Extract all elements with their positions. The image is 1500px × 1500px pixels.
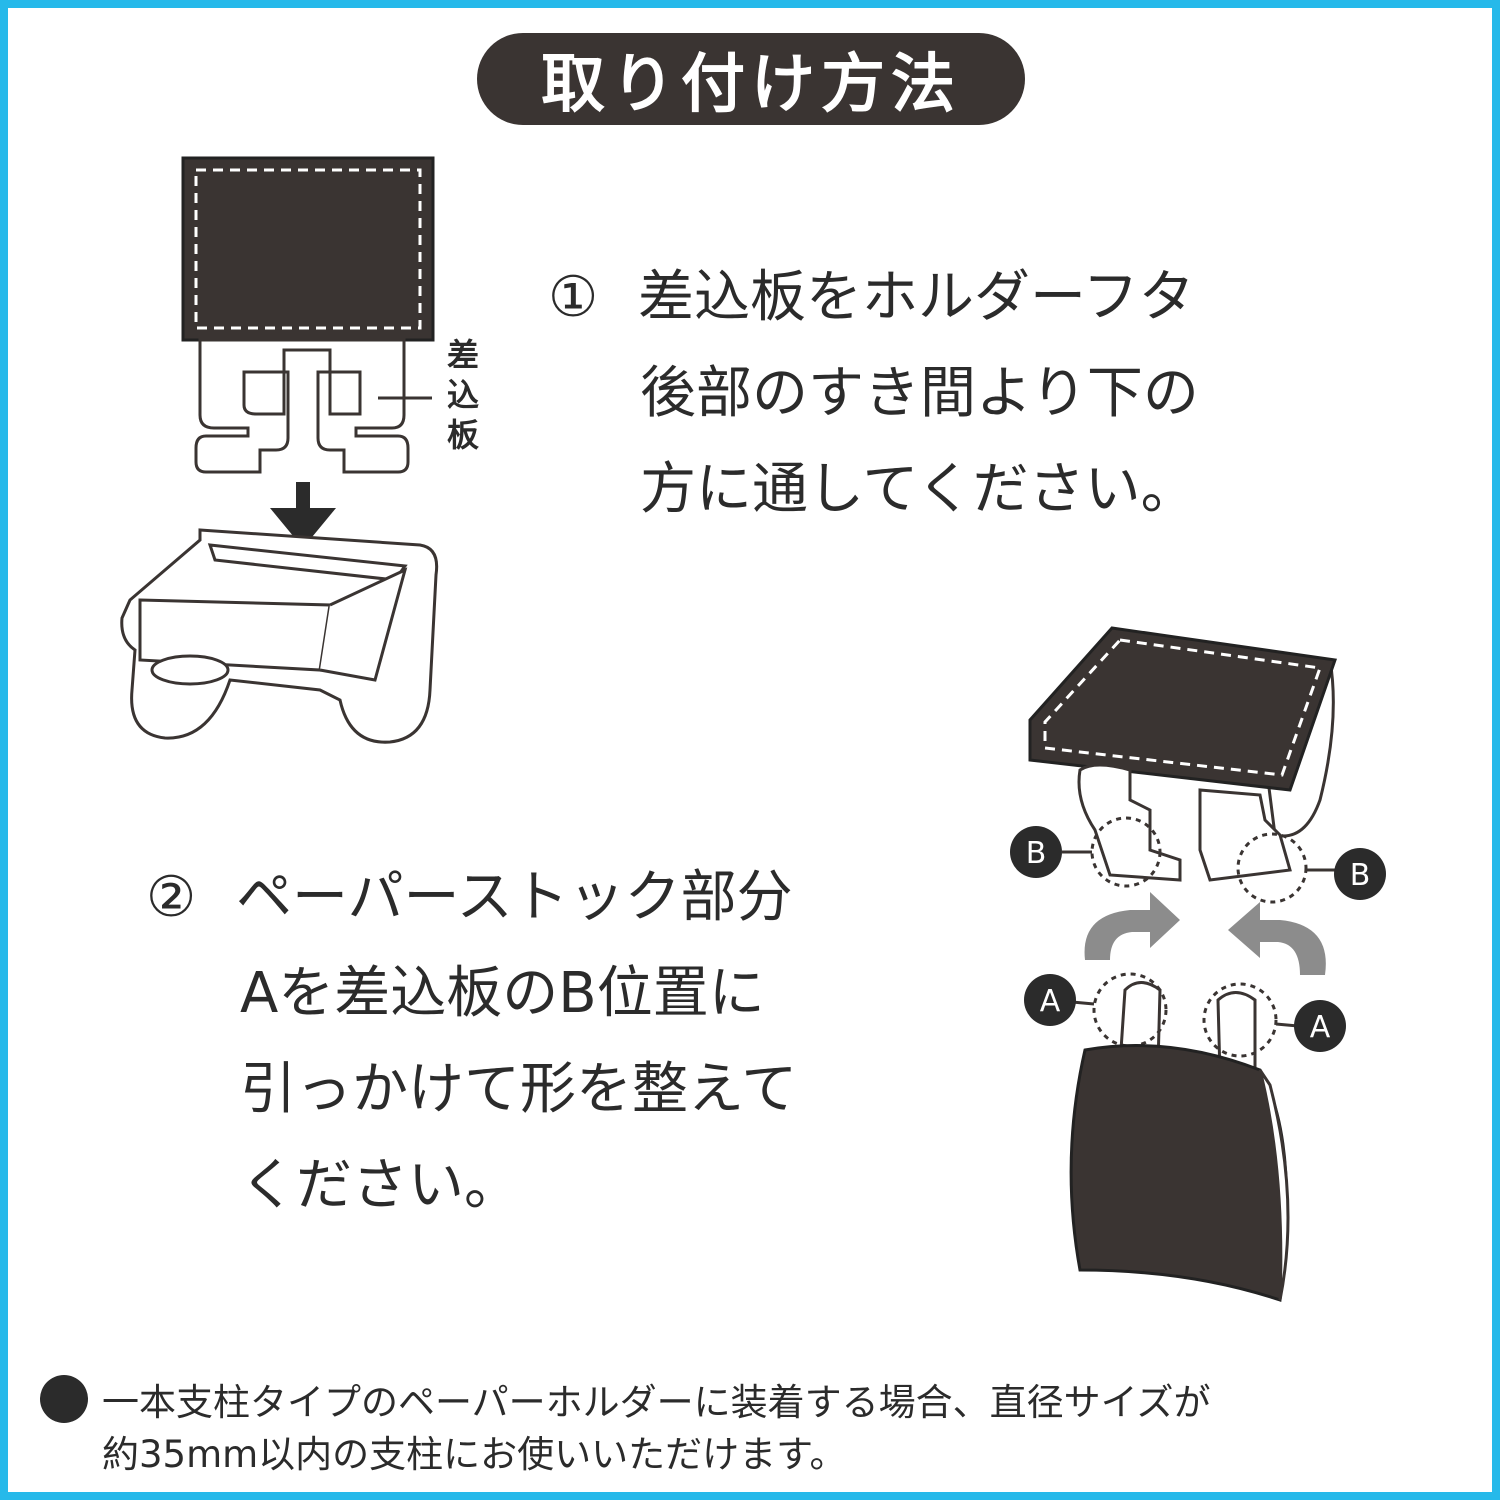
marker-b-right-circle <box>1236 832 1308 904</box>
curved-arrow-left-icon <box>1084 892 1180 960</box>
step-2-line: ② ペーパーストック部分 <box>146 850 946 946</box>
step-2-line: 引っかけて形を整えて <box>240 1057 798 1122</box>
holder-side <box>319 567 408 682</box>
marker-b-right-badge <box>1334 848 1386 900</box>
assembled-cover-illustration: B B <box>1010 626 1386 904</box>
bullet-icon <box>40 1375 88 1423</box>
insert-board-label-char: 込 <box>446 376 479 414</box>
paper-stock-illustration: A A <box>1024 972 1346 1303</box>
usage-note: 一本支柱タイプのペーパーホルダーに装着する場合、直径サイズが 約35mm以内の支… <box>40 1375 1470 1481</box>
board-left-hook <box>1077 763 1182 882</box>
insert-panel-illustration <box>181 156 435 548</box>
curved-arrow-right-icon <box>1228 902 1326 975</box>
paper-stock-pouch <box>1069 1044 1289 1303</box>
step-2-line: ください。 <box>240 1153 520 1218</box>
step-2-line: Aを差込板のB位置に <box>240 961 765 1026</box>
marker-b-left-circle <box>1090 816 1162 888</box>
marker-a-left-badge <box>1024 974 1076 1026</box>
hook-arrows <box>1084 892 1326 975</box>
step-1-number: ① <box>548 265 599 330</box>
step-2-number: ② <box>146 865 197 930</box>
step-1-line: 後部のすき間より下の <box>640 361 1199 426</box>
marker-a-right-text: A <box>1310 1010 1331 1045</box>
holder-illustration <box>120 528 439 744</box>
marker-a-left-circle <box>1092 972 1168 1048</box>
step-2-text: ペーパーストック部分 <box>236 865 793 930</box>
cover-panel-top <box>1028 626 1338 792</box>
pouch-edge <box>1258 1069 1290 1301</box>
down-arrow-icon <box>270 508 336 548</box>
step-2-instructions: ② ペーパーストック部分 Aを差込板のB位置に 引っかけて形を整えて ください。 <box>146 850 946 1234</box>
marker-b-right-text: B <box>1350 858 1371 893</box>
marker-b-left-text: B <box>1026 836 1047 871</box>
marker-a-right-circle <box>1202 982 1278 1058</box>
step-1-instructions: ① 差込板をホルダーフタ 後部のすき間より下の 方に通してください。 <box>548 250 1468 538</box>
step-1-line: ① 差込板をホルダーフタ <box>548 250 1468 346</box>
cover-stitch-top <box>1043 638 1323 777</box>
step-1-text: 差込板をホルダーフタ <box>638 265 1195 330</box>
board-right-hook <box>1198 788 1292 882</box>
insert-board-label: 差 込 板 <box>443 335 483 455</box>
marker-a-right-badge <box>1294 1000 1346 1052</box>
note-line-1: 一本支柱タイプのペーパーホルダーに装着する場合、直径サイズが <box>102 1381 1211 1424</box>
insert-board-label-char: 板 <box>446 416 479 454</box>
holder-spindle <box>150 654 230 686</box>
step-1-line: 方に通してください。 <box>640 457 1197 522</box>
cover-stitch <box>194 168 422 330</box>
marker-b-left-badge <box>1010 826 1062 878</box>
marker-a-left-text: A <box>1040 984 1061 1019</box>
insert-board-label-char: 差 <box>446 336 479 374</box>
cover-panel <box>181 156 435 342</box>
page-title: 取り付け方法 <box>477 33 1025 125</box>
note-line-2: 約35mm以内の支柱にお使いいただけます。 <box>102 1433 847 1476</box>
insert-board-shape <box>194 338 410 474</box>
